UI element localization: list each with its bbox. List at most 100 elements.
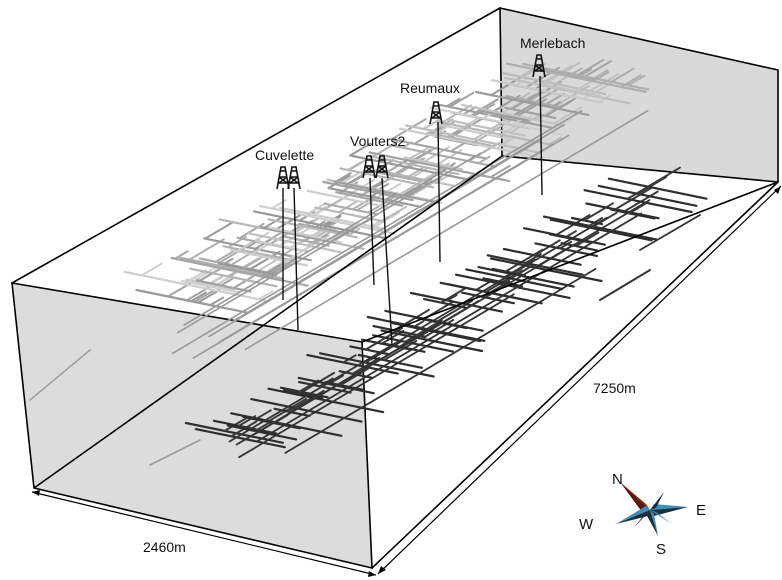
- gallery-segment: [250, 242, 271, 256]
- shafts: Cuvelette Vouters2 Reumaux Me: [255, 35, 585, 346]
- gallery-segment: [235, 299, 481, 446]
- compass-label-south: S: [656, 541, 666, 558]
- gallery-segment: [592, 71, 610, 83]
- dimension-width: 2460m: [31, 490, 377, 577]
- gallery-segment: [189, 264, 221, 284]
- gallery-segment: [123, 270, 267, 302]
- shaft-line: [381, 177, 393, 346]
- gallery-segment: [204, 220, 235, 240]
- gallery-segment: [184, 421, 284, 444]
- gallery-segment: [610, 67, 635, 83]
- gallery-segment: [347, 161, 362, 171]
- shaft-line: [293, 187, 299, 331]
- gallery-segment: [574, 231, 600, 247]
- gallery-segment: [534, 88, 559, 104]
- gallery-segment: [345, 173, 365, 186]
- gallery-segment: [188, 238, 225, 261]
- gallery-segment: [552, 106, 583, 125]
- gallery-segment: [179, 256, 284, 280]
- gallery-segment: [339, 167, 435, 189]
- gallery-segment: [539, 82, 602, 98]
- gallery-segment: [486, 254, 584, 276]
- shaft-vouters2: Vouters2: [350, 133, 405, 346]
- gallery-segment: [322, 180, 414, 202]
- gallery-segment: [538, 64, 573, 86]
- gallery-segment: [372, 334, 455, 353]
- shaft-label-reumaux: Reumaux: [400, 80, 460, 96]
- gallery-segment: [226, 424, 298, 441]
- gallery-segment: [368, 151, 511, 183]
- gallery-segment: [232, 124, 565, 322]
- gallery-segment: [448, 91, 475, 108]
- gallery-segment: [401, 141, 413, 149]
- gallery-segment: [220, 278, 233, 287]
- gallery-segment: [333, 180, 439, 204]
- gallery-segment: [533, 239, 561, 257]
- compass-point-north-shade: [620, 482, 650, 512]
- compass-label-west: W: [579, 516, 594, 533]
- gallery-segment: [263, 215, 284, 229]
- gallery-segment: [449, 141, 467, 153]
- arrowhead: [32, 490, 40, 496]
- gallery-segment: [582, 60, 613, 79]
- gallery-segment: [404, 319, 443, 343]
- compass-minor-sw: [634, 510, 650, 528]
- gallery-segment: [373, 211, 400, 228]
- gallery-segment: [385, 171, 439, 184]
- gallery-segment: [294, 395, 316, 410]
- gallery-segment: [408, 145, 431, 160]
- gallery-segment: [149, 439, 201, 466]
- compass-label-north: N: [612, 471, 623, 488]
- dimension-length: 7250m: [377, 185, 782, 575]
- compass-minor-se: [650, 510, 672, 524]
- compass-point-east-shade: [650, 507, 688, 516]
- gallery-segment: [319, 352, 435, 378]
- headframe-icon: [429, 101, 443, 125]
- headframe-icon: [276, 166, 290, 190]
- gallery-segment: [197, 289, 221, 304]
- gallery-segment: [474, 98, 499, 114]
- shaft-merlebach: Merlebach: [520, 35, 585, 196]
- gallery-segment: [190, 291, 207, 303]
- shaft-reumaux: Reumaux: [400, 80, 460, 263]
- gallery-segment: [593, 69, 609, 80]
- gallery-segment: [445, 97, 461, 108]
- gallery-segment: [575, 59, 605, 77]
- gallery-segment: [266, 264, 281, 275]
- gallery-segment: [284, 267, 597, 454]
- shaft-line: [369, 177, 375, 286]
- gallery-segment: [306, 189, 389, 209]
- gallery-segment: [548, 136, 562, 146]
- gallery-segment: [349, 142, 372, 157]
- gallery-segment: [557, 100, 573, 110]
- gallery-segment: [366, 315, 486, 342]
- gallery-segment: [447, 118, 526, 137]
- gallery-segment: [298, 371, 336, 395]
- gallery-segment: [413, 320, 425, 328]
- gallery-segment: [567, 67, 583, 78]
- shaft-label-cuvelette: Cuvelette: [255, 147, 314, 163]
- gallery-segment: [349, 345, 390, 356]
- headframe-icon: [532, 54, 546, 78]
- box-edge-top-left: [11, 7, 501, 284]
- box-left-end-face: [11, 282, 373, 570]
- gallery-segment: [228, 216, 608, 443]
- compass-point-south-shade: [646, 510, 658, 536]
- gallery-segment: [574, 79, 594, 92]
- gallery-segment: [490, 118, 509, 130]
- dimension-line-length: [377, 185, 782, 575]
- gallery-segment: [314, 206, 386, 223]
- shaft-label-merlebach: Merlebach: [520, 35, 585, 51]
- gallery-segment: [254, 239, 310, 253]
- gallery-segment: [583, 73, 620, 96]
- box-edge-top-right: [361, 181, 779, 343]
- gallery-segment: [475, 90, 590, 117]
- gallery-segment: [253, 210, 387, 240]
- gallery-segment: [341, 171, 361, 184]
- gallery-segment: [383, 340, 418, 362]
- gallery-segment: [431, 126, 447, 137]
- galleries-dark: [184, 166, 708, 459]
- gallery-segment: [461, 103, 565, 127]
- gallery-segment: [495, 137, 514, 150]
